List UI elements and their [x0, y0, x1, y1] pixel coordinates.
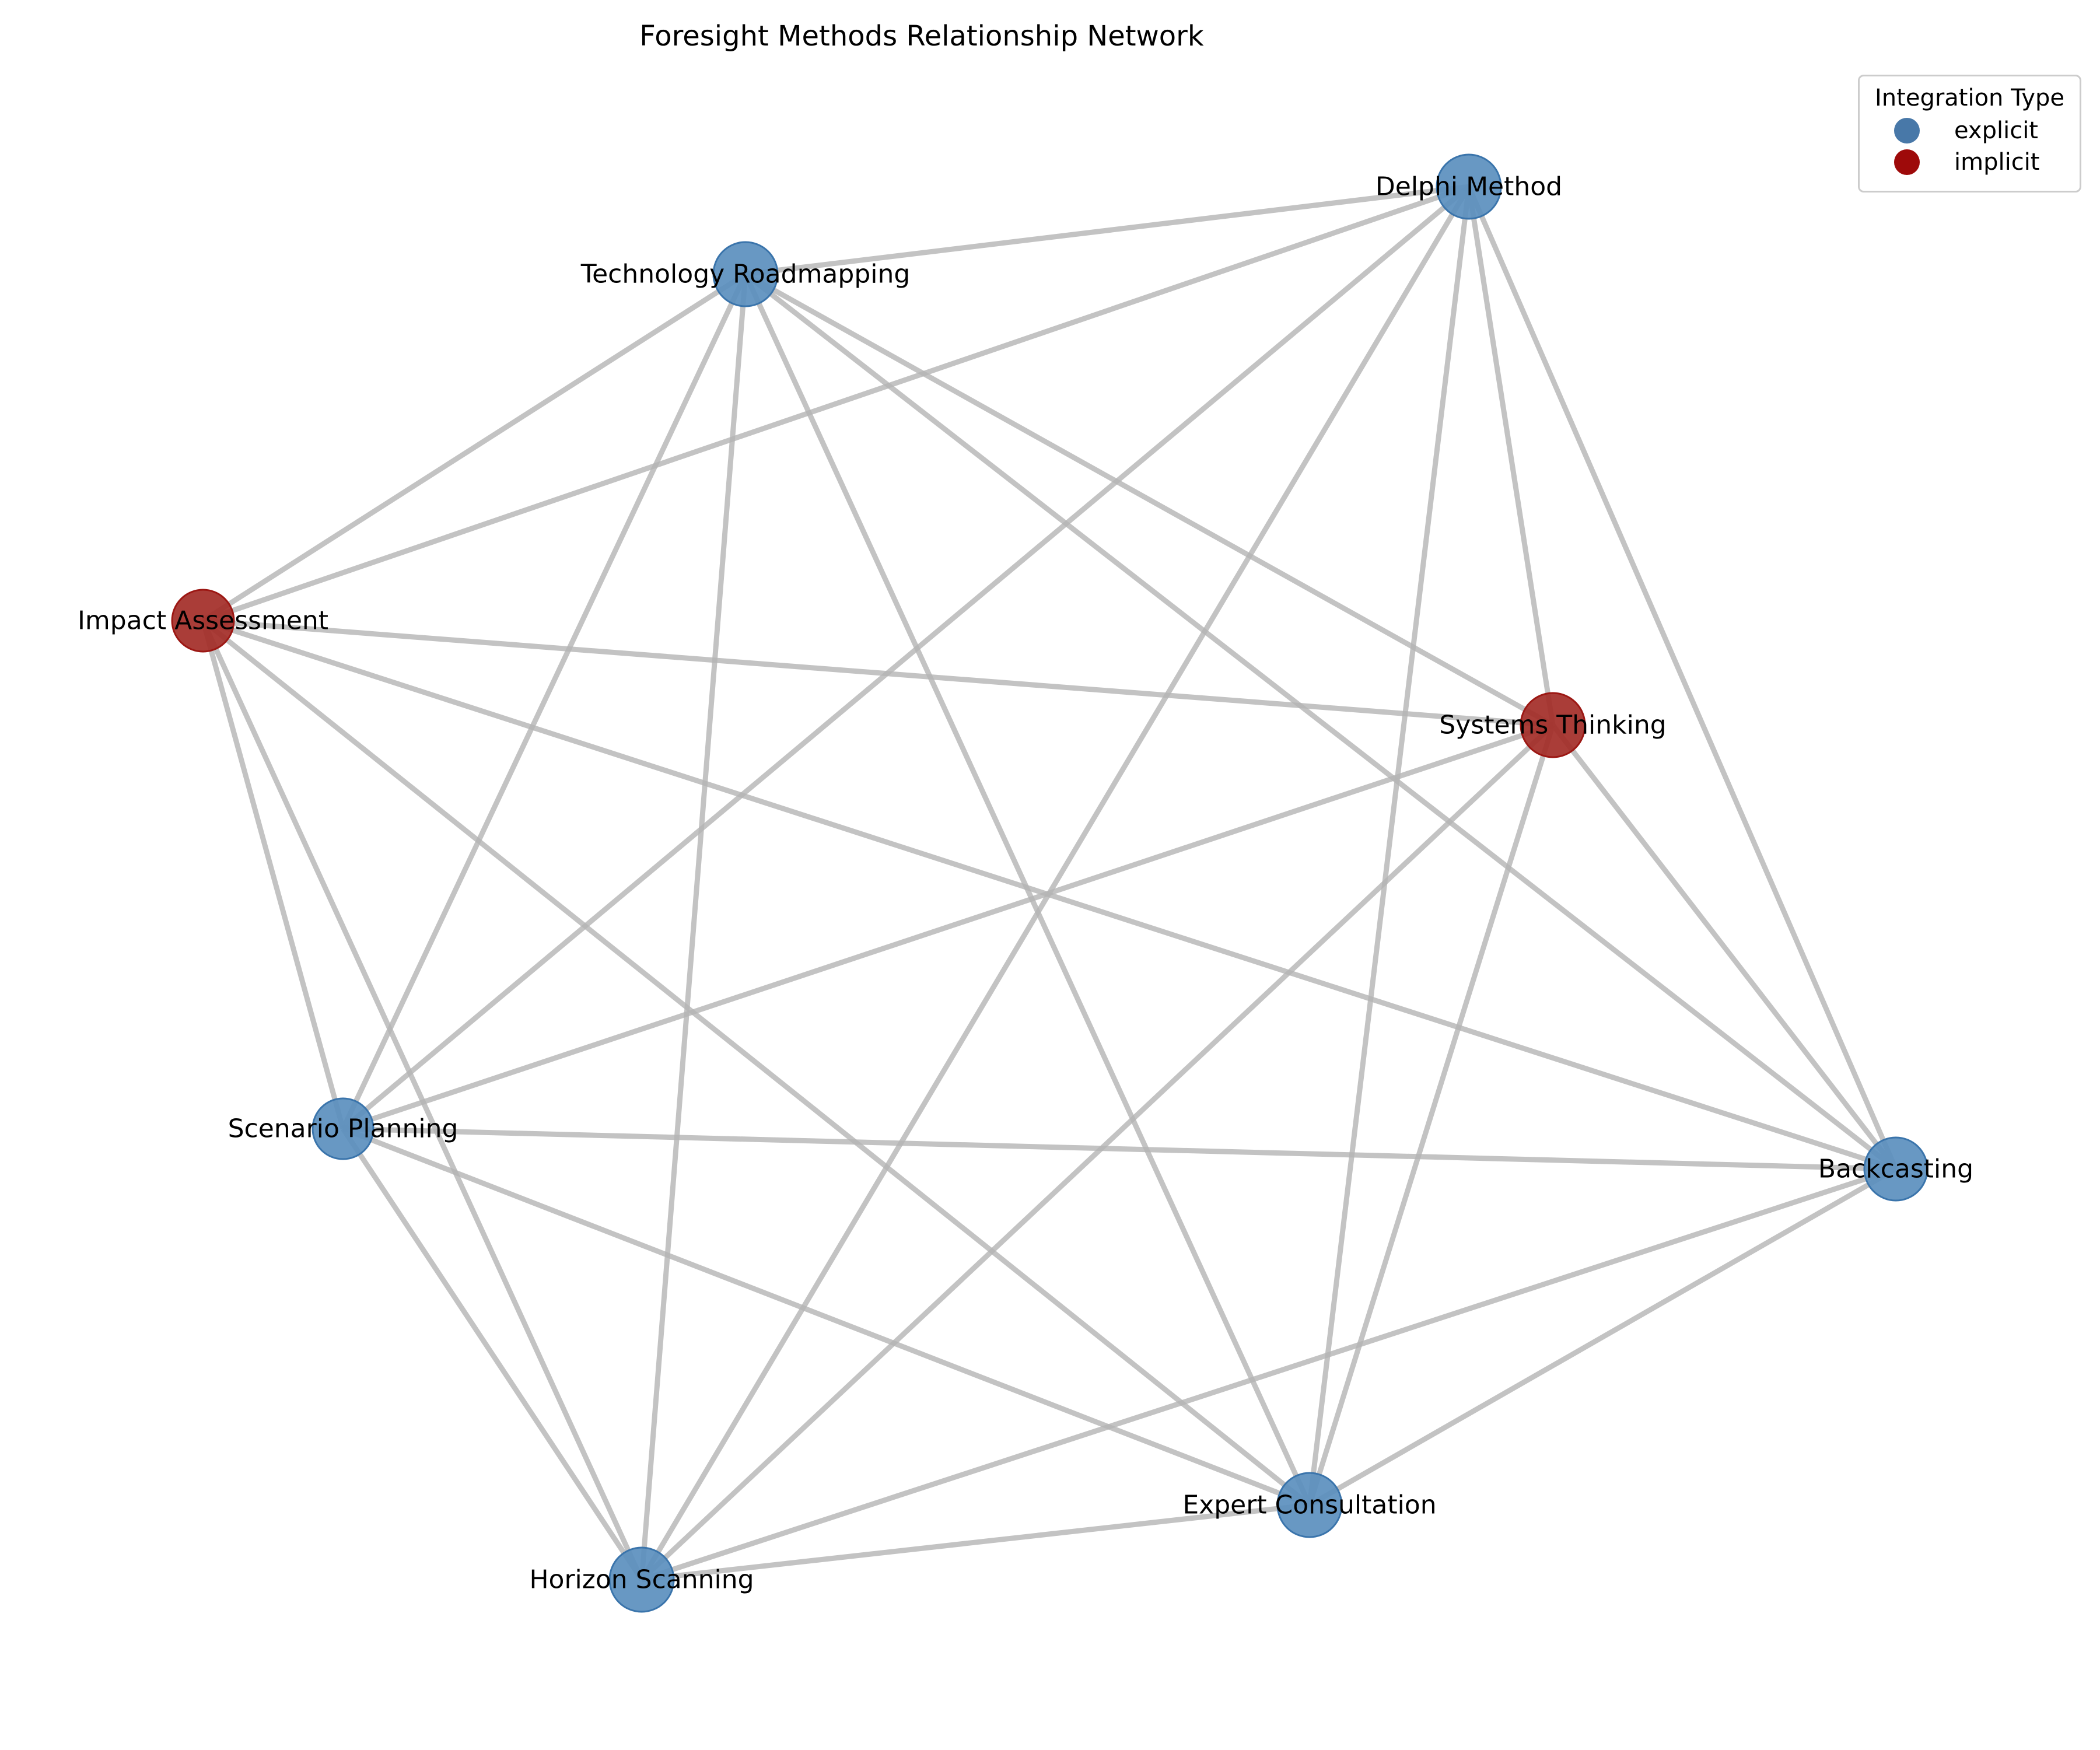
network-edge [641, 1502, 1310, 1583]
network-edge [1308, 1167, 1898, 1507]
legend-label: implicit [1954, 149, 2040, 176]
network-edge [202, 184, 1470, 624]
network-edge [745, 184, 1469, 277]
network-node-impact-assessment[interactable] [171, 589, 235, 653]
network-edge [640, 1166, 1897, 1583]
network-edge [639, 723, 1555, 1582]
network-node-systems-thinking[interactable] [1520, 692, 1586, 758]
legend-item-explicit[interactable]: explicit [1875, 117, 2064, 144]
network-edge [202, 618, 1553, 728]
network-node-horizon-scanning[interactable] [608, 1546, 675, 1613]
network-node-technology-roadmapping[interactable] [712, 241, 779, 307]
legend: Integration Type explicit implicit [1858, 75, 2081, 192]
legend-entries: explicit implicit [1875, 117, 2064, 176]
legend-label: explicit [1954, 117, 2038, 144]
network-edge [340, 273, 748, 1130]
legend-circle-icon [1894, 118, 1920, 144]
network-edge [341, 1127, 644, 1581]
page-title: Foresight Methods Relationship Network [639, 20, 1204, 52]
network-edge [1466, 186, 1556, 726]
network-edge [744, 272, 1555, 727]
legend-swatch-wrap [1875, 118, 1939, 144]
legend-swatch-wrap [1875, 149, 1939, 175]
network-edge [1466, 186, 1899, 1170]
network-node-backcasting[interactable] [1863, 1136, 1929, 1202]
network-edge [342, 722, 1554, 1132]
legend-title: Integration Type [1875, 85, 2064, 111]
network-edge [1307, 724, 1556, 1506]
network-edge [201, 272, 747, 623]
network-edge [341, 184, 1471, 1131]
network-edge [200, 620, 346, 1130]
network-node-scenario-planning[interactable] [312, 1097, 374, 1160]
network-edge [639, 185, 1471, 1581]
network-edge [1550, 723, 1898, 1171]
network-edge [639, 274, 748, 1580]
edge-layer [200, 184, 1899, 1583]
legend-item-implicit[interactable]: implicit [1875, 149, 2064, 176]
network-node-expert-consultation[interactable] [1276, 1472, 1343, 1538]
network-edge [342, 1126, 1311, 1508]
legend-circle-icon [1894, 149, 1920, 175]
network-edge [201, 618, 1311, 1507]
network-node-delphi-method[interactable] [1436, 153, 1502, 220]
network-edge [342, 1126, 1896, 1172]
network-edge [1307, 186, 1472, 1506]
network-edge [744, 272, 1898, 1171]
node-layer [171, 153, 1929, 1613]
